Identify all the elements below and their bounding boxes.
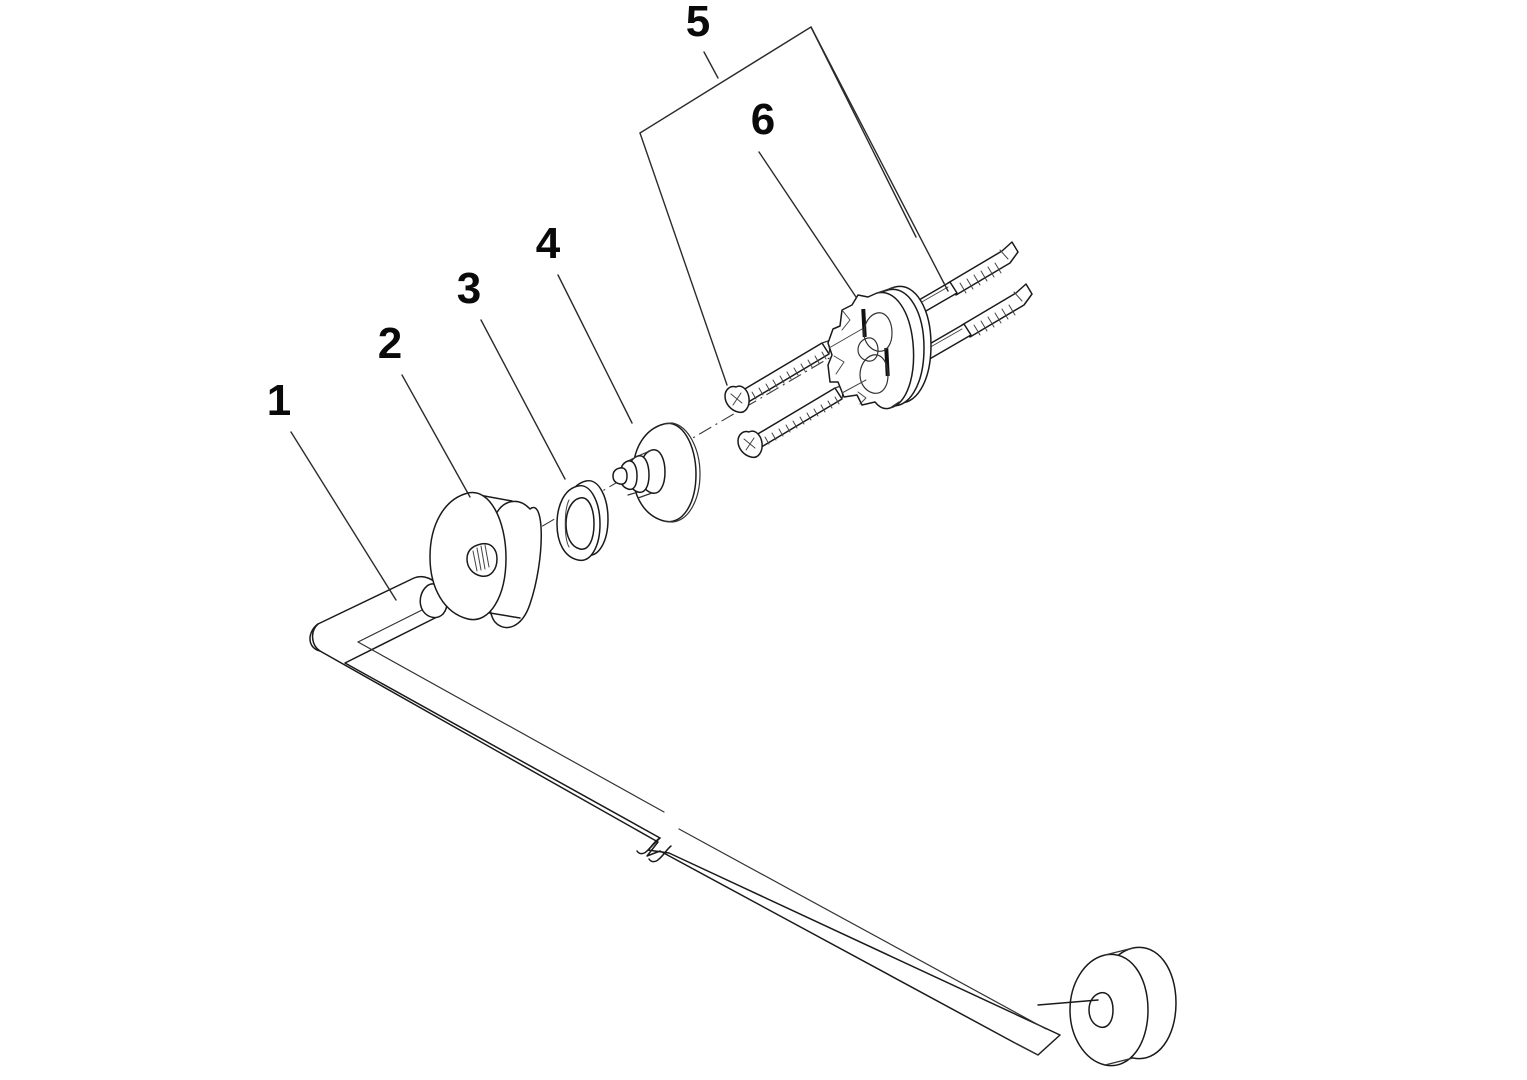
- screw-upper-threads: [744, 351, 827, 404]
- plate-keyhole-upper: [863, 312, 893, 352]
- flange-boss-tip: [612, 467, 628, 485]
- anchor-lower-neck-line: [926, 328, 963, 350]
- cover-centre-bore: [466, 542, 498, 578]
- leader-6: [758, 151, 857, 298]
- anchor-lower-body: [961, 283, 1033, 338]
- plate-rim-connect-top: [876, 286, 896, 294]
- leader-2: [401, 374, 471, 498]
- flange-rim-line: [671, 422, 701, 523]
- screw-lower-behind: [841, 379, 867, 394]
- callout-numbers: 1 2 3 4 5 6: [267, 0, 775, 425]
- screw-shafts-behind-plate: [828, 328, 867, 394]
- leader-5: [703, 51, 719, 79]
- leader-1: [290, 431, 397, 601]
- part-towel-bar: [309, 575, 1061, 1056]
- leader-3: [480, 319, 566, 480]
- anchor-lower-ribs: [973, 304, 1016, 336]
- callout-number-6: 6: [751, 95, 775, 144]
- plate-tab-left-upper: [841, 309, 851, 331]
- callout-5-bracket-left-drop: [639, 132, 728, 386]
- screw-upper-shank: [737, 342, 830, 405]
- anchor-upper-body: [947, 241, 1019, 296]
- far-escutcheon-side-lower: [1104, 1057, 1134, 1066]
- far-end-escutcheon-assembly: [1037, 946, 1177, 1067]
- far-escutcheon-side-upper: [1104, 947, 1134, 956]
- part-wall-mounting-plate: [827, 285, 932, 410]
- cover-bore-hatch: [472, 544, 490, 572]
- far-escutcheon-bore: [1088, 991, 1114, 1029]
- plate-tab-left-lower: [833, 355, 845, 375]
- anchor-upper-slot: [999, 249, 1009, 260]
- towel-bar-crease-lower: [357, 641, 665, 813]
- towel-bar-elbow-arc: [309, 623, 321, 652]
- callout-number-3: 3: [457, 264, 481, 313]
- leader-4: [557, 274, 633, 424]
- flange-boss-step-side-bot: [627, 491, 639, 496]
- flange-boss-collar-side-bot: [637, 492, 653, 499]
- part-escutcheon-cover: [429, 491, 542, 629]
- callout-5-bracket: [639, 26, 949, 386]
- plate-centre-hub: [857, 337, 879, 362]
- callout-number-1: 1: [267, 376, 291, 425]
- callout-5-bracket-right-drop: [810, 26, 917, 238]
- screw-upper-cross-drive: [730, 392, 743, 406]
- part-mounting-flange: [612, 422, 701, 523]
- callout-number-2: 2: [378, 319, 402, 368]
- callout-number-4: 4: [536, 219, 561, 268]
- towel-bar-break-line: [636, 837, 661, 855]
- anchor-upper-ribs: [959, 262, 1002, 294]
- callout-leaders: [290, 51, 857, 601]
- towel-bar-body: [311, 575, 1061, 1056]
- flange-rim-bottom: [663, 520, 673, 523]
- plate-rim-connect-bottom: [889, 401, 900, 409]
- plate-slot-1: [861, 308, 867, 338]
- plate-tab-bottom: [857, 391, 867, 405]
- part-o-ring-seal: [556, 480, 609, 561]
- far-bar-tube-top: [1037, 999, 1099, 1006]
- screw-lower-shank: [750, 387, 843, 450]
- plate-front-face: [827, 291, 915, 410]
- callout-number-5: 5: [686, 0, 710, 46]
- towel-bar-right-stub-edge: [1014, 1042, 1039, 1056]
- plate-keyhole-lower: [859, 354, 889, 394]
- part-screw-lower: [737, 384, 845, 459]
- screw-lower-cross-drive: [743, 437, 756, 451]
- towel-bar-crease-lower2: [678, 828, 1047, 1030]
- towel-bar-break-line-2: [648, 845, 672, 863]
- towel-bar-crease-upper: [357, 608, 425, 643]
- oring-inner-bore: [565, 497, 595, 550]
- flange-rim-top: [663, 422, 673, 425]
- screw-lower-threads: [757, 396, 840, 449]
- anchor-lower-slot: [1013, 291, 1023, 302]
- oring-bead-line: [564, 499, 570, 548]
- callout-5-bracket-path: [639, 26, 949, 292]
- plate-slot-2: [884, 347, 890, 377]
- screw-upper-behind: [828, 328, 863, 349]
- part-screw-upper: [724, 339, 832, 414]
